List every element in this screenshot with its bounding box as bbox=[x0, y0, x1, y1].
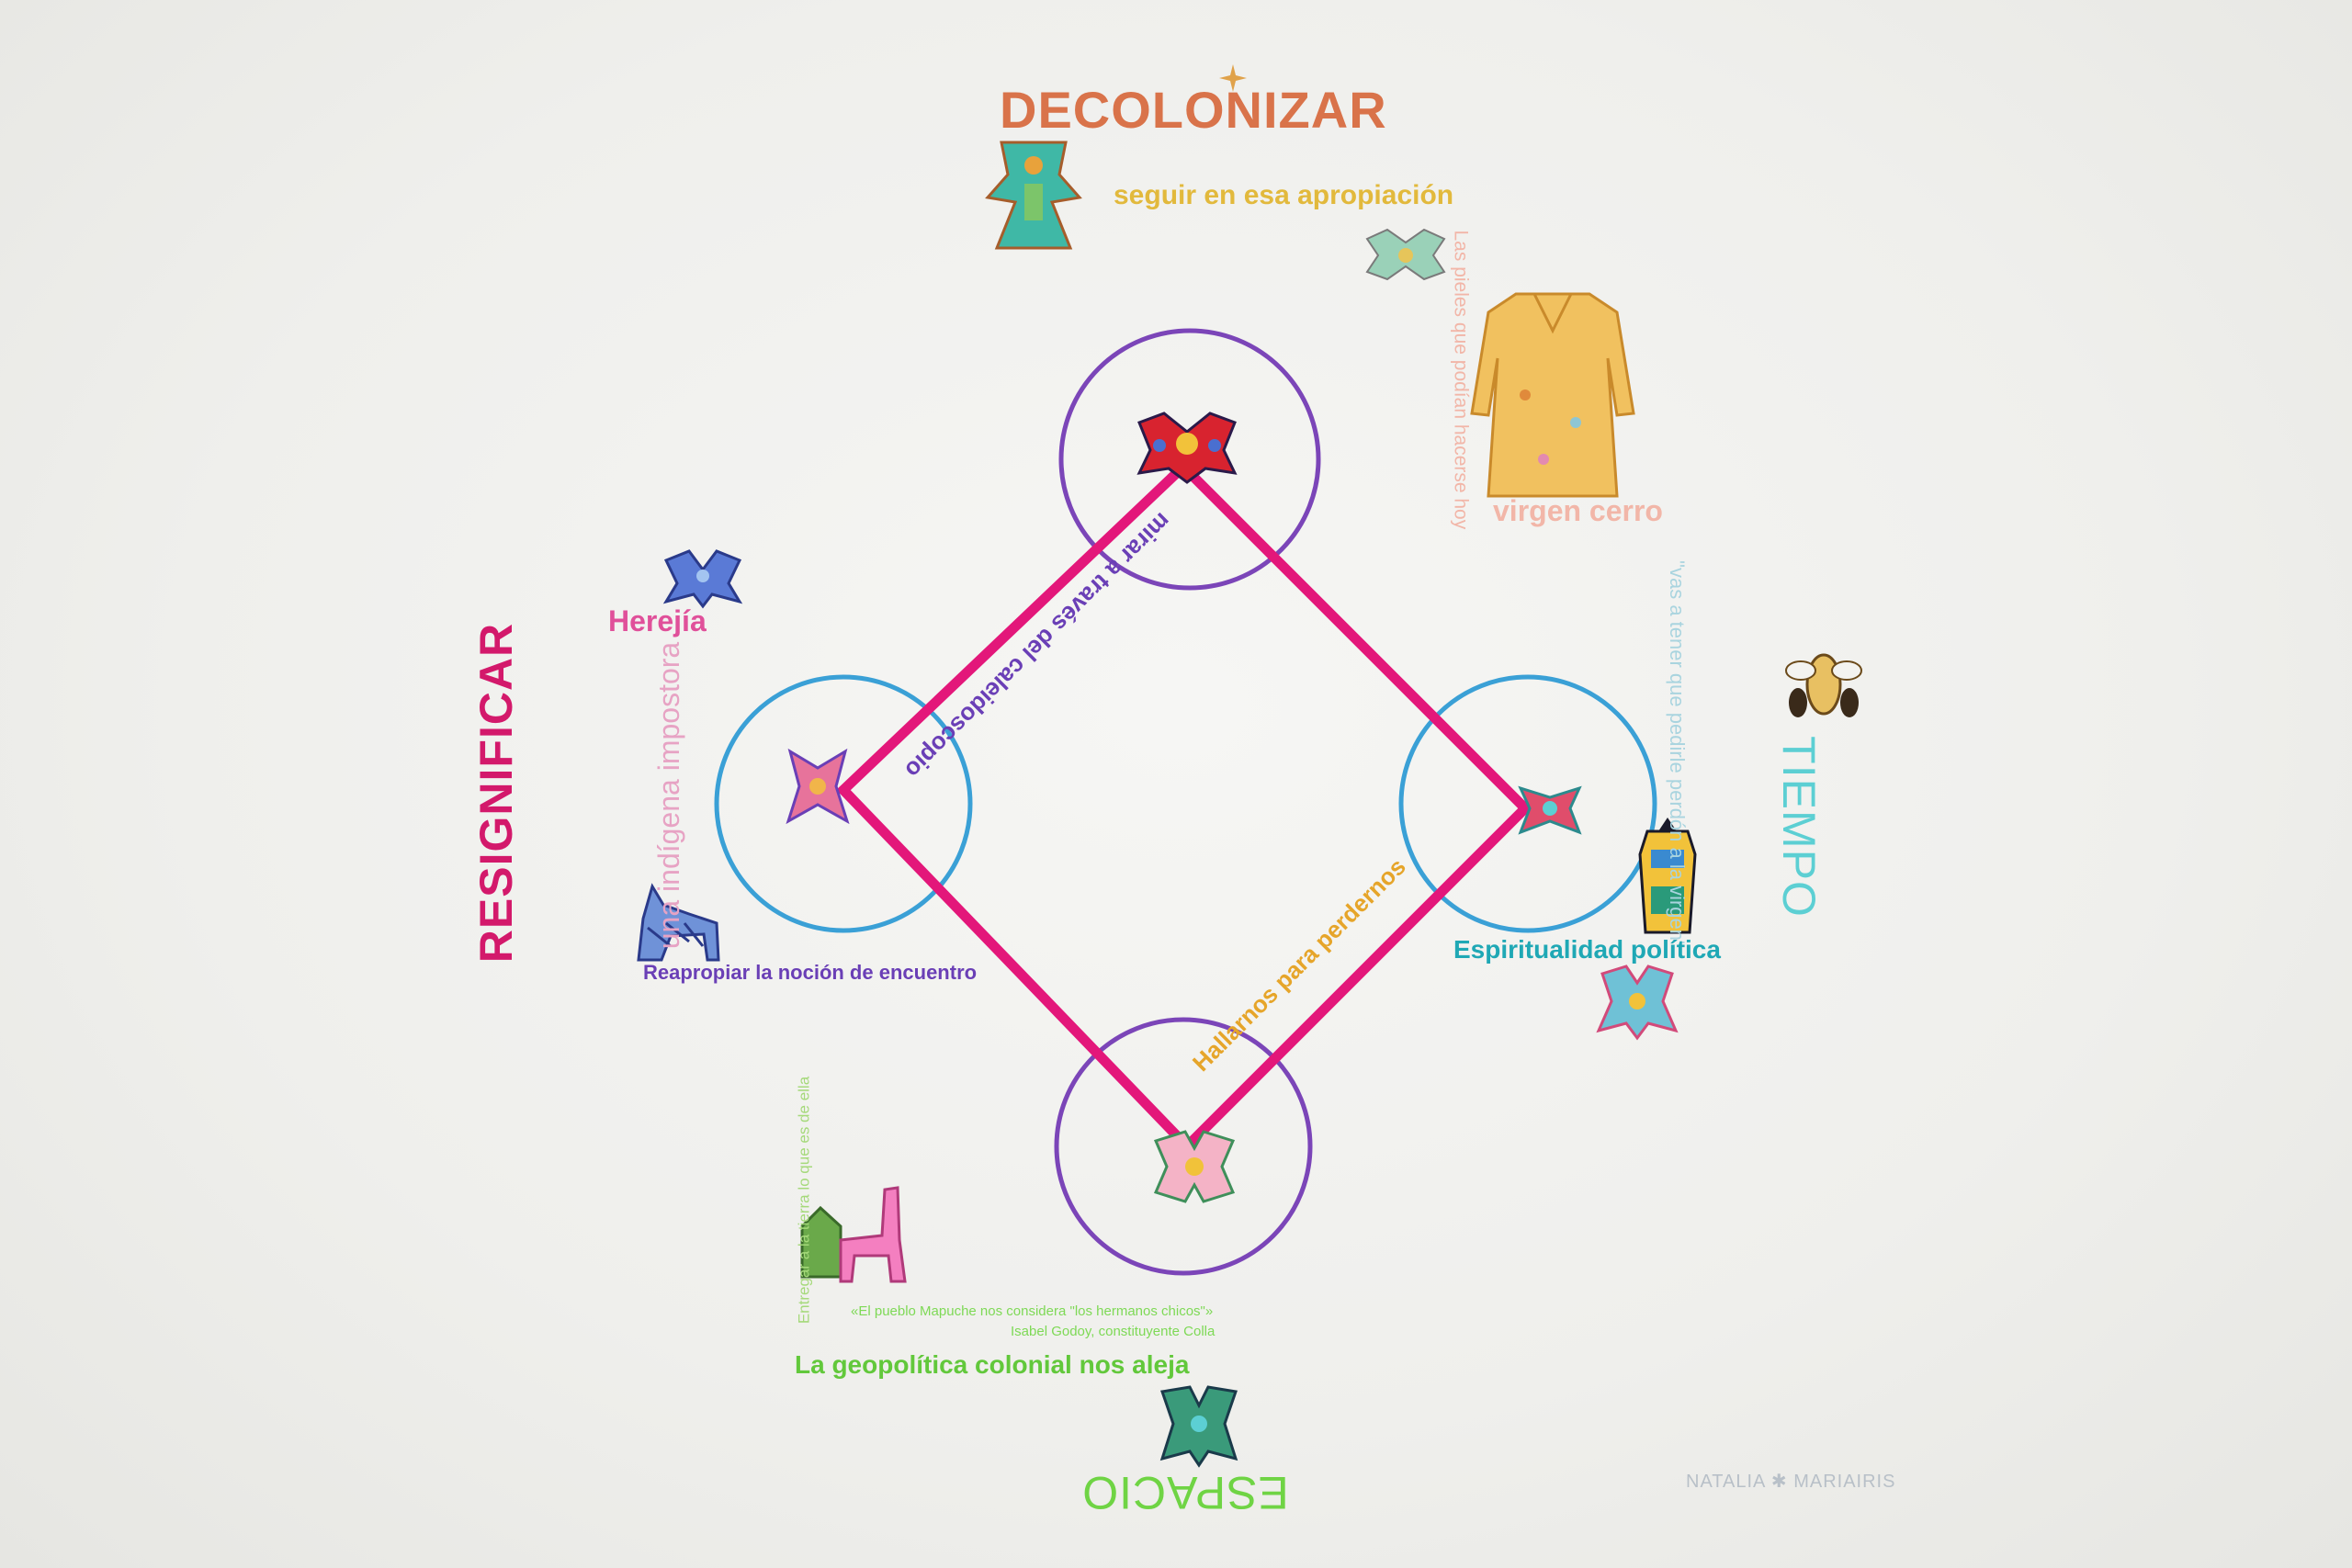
signature-first: NATALIA bbox=[1686, 1472, 1766, 1492]
signature-last: MARIAIRIS bbox=[1793, 1472, 1896, 1492]
right-node-figurine bbox=[1518, 785, 1582, 835]
espiritualidad-phrase: Espiritualidad política bbox=[1453, 935, 1721, 964]
right-circle bbox=[1398, 674, 1657, 933]
central-diamond bbox=[836, 459, 1532, 1154]
herejia-figurine bbox=[662, 549, 743, 609]
bee-figurine bbox=[1785, 653, 1862, 717]
impostora-phrase: una indígena impostora bbox=[652, 641, 685, 950]
bottom-circle bbox=[1054, 1017, 1313, 1276]
entregar-tierra-phrase: Entregar a la tierra lo que es de ella bbox=[795, 1076, 813, 1325]
axis-bottom-label: ESPACIO bbox=[1081, 1467, 1289, 1518]
virgen-cerro-phrase: virgen cerro bbox=[1493, 494, 1663, 527]
top-node-figurine bbox=[1136, 412, 1238, 484]
left-circle bbox=[714, 674, 973, 933]
apropiacion-figurine bbox=[1365, 228, 1446, 281]
mapuche-quote: «El pueblo Mapuche nos considera "los he… bbox=[851, 1303, 1214, 1319]
axis-right-label: TIEMPO bbox=[1773, 736, 1825, 918]
left-node-figurine bbox=[786, 748, 850, 825]
decolonizar-figurine bbox=[985, 141, 1082, 250]
espacio-figurine bbox=[1159, 1385, 1238, 1468]
pedir-perdon-phrase: "vas a tener que pedirle perdón a la vir… bbox=[1666, 560, 1689, 948]
axis-top-label: DECOLONIZAR bbox=[1000, 81, 1387, 139]
pieles-phrase: Las pieles que podían hacerse hoy bbox=[1450, 230, 1472, 530]
star-ornament bbox=[1219, 64, 1247, 92]
apropiacion-phrase: seguir en esa apropiación bbox=[1114, 180, 1454, 210]
geopolitica-phrase: La geopolítica colonial nos aleja bbox=[795, 1350, 1190, 1379]
bottom-node-figurine bbox=[1153, 1130, 1236, 1203]
dress-figurine bbox=[1470, 292, 1635, 498]
signature-star-icon: ✱ bbox=[1770, 1472, 1788, 1492]
wolf-figurine bbox=[637, 883, 720, 962]
llama-figurine bbox=[800, 1186, 907, 1283]
mapuche-author: Isabel Godoy, constituyente Colla bbox=[1011, 1324, 1216, 1339]
artist-signature: NATALIA ✱ MARIAIRIS bbox=[1686, 1472, 1895, 1491]
top-circle bbox=[1058, 328, 1321, 591]
herejia-phrase: Herejía bbox=[608, 604, 707, 637]
reapropiar-phrase: Reapropiar la noción de encuentro bbox=[643, 961, 978, 984]
axis-left-label-text: RESIGNIFICAR bbox=[470, 622, 522, 964]
spirit-figurine bbox=[1596, 964, 1679, 1041]
warrior-figurine bbox=[1638, 818, 1697, 934]
